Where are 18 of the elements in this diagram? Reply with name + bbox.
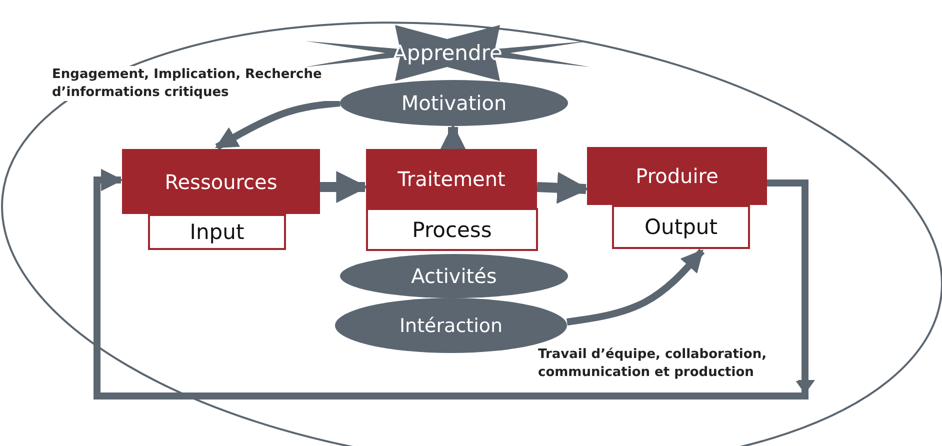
ellipse-shape <box>340 80 568 126</box>
node-text: Intéraction <box>399 314 503 336</box>
node-text: Activités <box>411 264 497 288</box>
process-box <box>366 149 537 208</box>
node-text: Process <box>412 218 492 242</box>
node-text: Output <box>644 215 718 239</box>
label-box <box>366 208 538 251</box>
process-box <box>122 149 320 214</box>
ellipse-shape <box>340 254 568 298</box>
node-text: Input <box>190 220 244 244</box>
edge-label: Travail d’équipe, collaboration, communication et production <box>538 346 798 382</box>
node-text: Motivation <box>401 91 507 115</box>
node-text: Ressources <box>164 170 278 194</box>
node-text: Produire <box>636 164 718 188</box>
node-text: Traitement <box>398 166 506 190</box>
label-box <box>148 214 286 250</box>
process-box <box>587 147 767 205</box>
label-box <box>612 205 750 249</box>
